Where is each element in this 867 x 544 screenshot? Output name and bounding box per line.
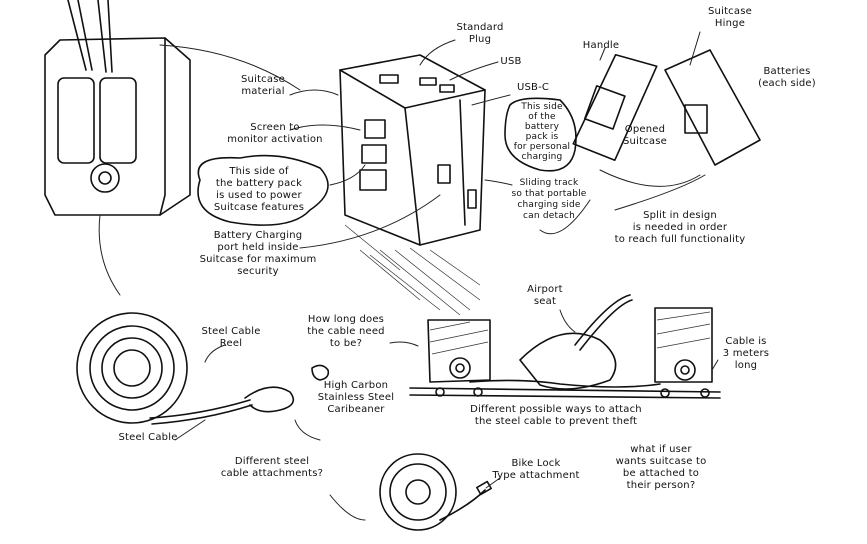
label-standard-plug: Standard Plug bbox=[456, 22, 504, 45]
label-carabiner: High Carbon Stainless Steel Caribeaner bbox=[317, 380, 395, 415]
label-usb: USB bbox=[500, 56, 522, 67]
label-handle: Handle bbox=[582, 40, 620, 51]
label-usb-c: USB-C bbox=[516, 82, 550, 93]
label-user-question: what if user wants suitcase to be attach… bbox=[615, 444, 707, 491]
label-charging-port: Battery Charging port held inside Suitca… bbox=[199, 230, 317, 277]
label-how-long: How long does the cable need to be? bbox=[307, 314, 385, 349]
battery-pack bbox=[339, 54, 486, 316]
airport-seat-scene bbox=[389, 294, 721, 399]
label-batteries: Batteries (each side) bbox=[758, 66, 816, 89]
bike-lock-reel bbox=[329, 453, 501, 531]
steel-cable-reel bbox=[76, 312, 295, 441]
label-bike-lock: Bike Lock Type attachment bbox=[492, 458, 580, 481]
label-screen: Screen to monitor activation bbox=[227, 122, 323, 145]
annotation-arrows bbox=[159, 39, 706, 249]
label-suitcase-material: Suitcase material bbox=[241, 74, 285, 97]
carabiner bbox=[294, 364, 330, 441]
label-cable-length: Cable is 3 meters long bbox=[722, 336, 770, 371]
label-steel-cable: Steel Cable bbox=[118, 432, 178, 443]
personal-side-bubble bbox=[504, 97, 577, 172]
label-suitcase-hinge: Suitcase Hinge bbox=[708, 6, 752, 29]
label-opened-suitcase: Opened Suitcase bbox=[623, 124, 667, 147]
power-side-bubble bbox=[197, 154, 329, 226]
label-airport-seat: Airport seat bbox=[527, 284, 563, 307]
suitcase-back-view bbox=[44, 0, 191, 296]
opened-suitcase bbox=[572, 31, 761, 187]
label-personal-side: This side of the battery pack is for per… bbox=[513, 102, 571, 162]
label-different-attachments: Different steel cable attachments? bbox=[220, 456, 324, 479]
label-sliding-track: Sliding track so that portable charging … bbox=[511, 178, 587, 221]
label-split-design: Split in design is needed in order to re… bbox=[614, 210, 746, 245]
label-power-side: This side of the battery pack is used to… bbox=[213, 166, 305, 213]
label-steel-cable-reel: Steel Cable Reel bbox=[201, 326, 261, 349]
label-ways-to-attach: Different possible ways to attach the st… bbox=[470, 404, 642, 427]
